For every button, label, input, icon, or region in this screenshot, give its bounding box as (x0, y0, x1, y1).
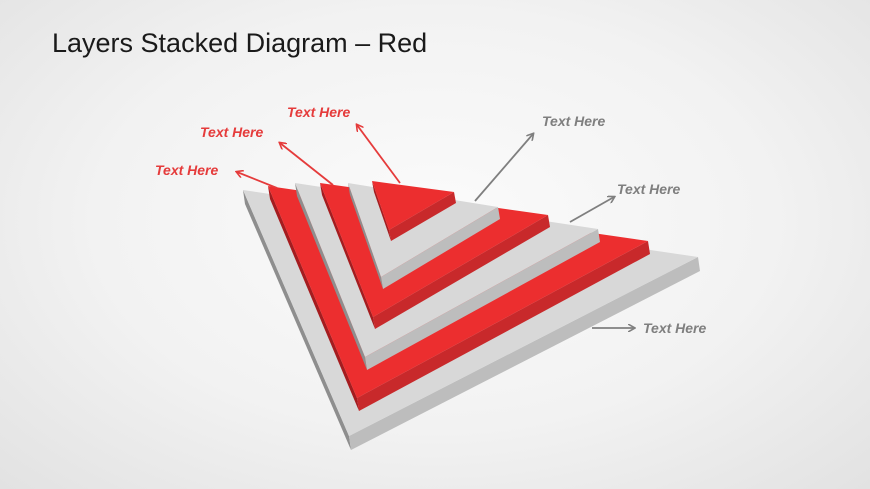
gray-label-3: Text Here (643, 320, 707, 336)
layers-group (243, 181, 700, 450)
layer-4-front-face (373, 215, 550, 329)
gray-label-2: Text Here (617, 181, 681, 197)
layer-2-front-face (357, 241, 650, 411)
layer-1-left-face (243, 190, 351, 450)
red-arrow-2 (280, 143, 334, 186)
gray-arrow-2 (569, 197, 614, 223)
red-label-2: Text Here (200, 124, 264, 140)
arrows-group (237, 125, 634, 328)
layer-2-left-face (268, 186, 359, 411)
layer-3-front-face (365, 229, 600, 370)
layer-6-top-face (372, 181, 454, 230)
layer-6-left-face (372, 181, 391, 241)
layer-3-left-face (295, 183, 367, 370)
slide-title: Layers Stacked Diagram – Red (52, 28, 428, 58)
layer-5-left-face (348, 183, 383, 289)
layer-4-left-face (320, 183, 375, 329)
layer-5-front-face (381, 207, 500, 289)
red-label-1: Text Here (155, 162, 219, 178)
gray-arrow-1 (474, 134, 533, 202)
red-arrow-3 (357, 125, 401, 184)
red-label-3: Text Here (287, 104, 351, 120)
layer-1-front-face (349, 257, 700, 450)
red-arrow-1 (237, 172, 278, 189)
gray-label-1: Text Here (542, 113, 606, 129)
layer-6-front-face (389, 192, 456, 241)
